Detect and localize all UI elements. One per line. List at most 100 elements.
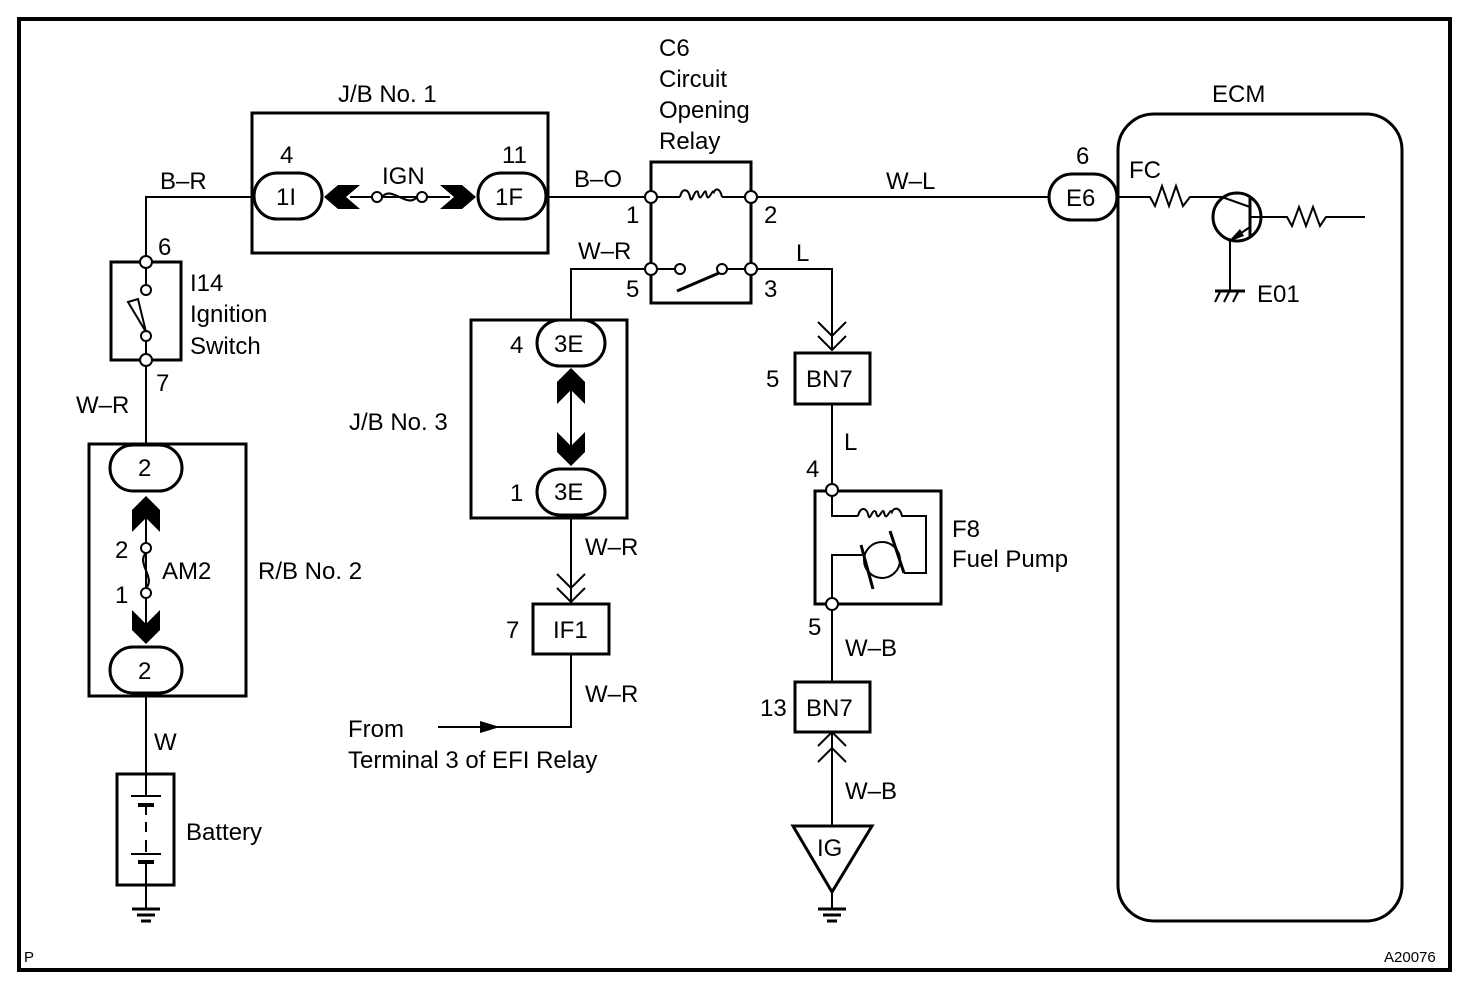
relay-line1: C6 [659,35,690,62]
relay-line3: Opening [659,97,750,124]
relay-pin3: 3 [764,276,777,303]
connector-arrow-icon [556,573,586,590]
if1-conn: IF1 [553,617,588,644]
rb2-conn-bottom: 2 [138,658,151,685]
chevron-up-icon [557,368,585,404]
ign-pin-bottom: 7 [156,370,169,397]
footer-left-code: P [24,949,34,966]
resistor-icon [1119,182,1222,210]
chevron-down-icon [557,432,585,466]
jb3-junction-block: 3E 4 3E 1 J/B No. 3 [349,318,629,520]
wire-label-wl: W–L [886,168,935,195]
circuit-opening-relay: C6 Circuit Opening Relay 1 2 5 3 [626,35,777,305]
jb1-fuse-label: IGN [382,163,425,190]
bn7-bottom-conn: BN7 [806,695,853,722]
from-line1: From [348,716,404,743]
wire-wr-relay [570,268,651,320]
wire-label-wr-if1: W–R [585,681,638,708]
ground-icon [818,907,846,923]
ground-icon [132,907,160,923]
ecm-e01-label: E01 [1257,281,1300,308]
wire-label-wr-jb3: W–R [585,534,638,561]
rb2-fuse-pin-top: 2 [115,537,128,564]
ign-line2: Ignition [190,301,267,328]
jb1-right-conn: 1F [495,184,523,211]
ig-label: IG [817,835,842,862]
bn7-top-conn: BN7 [806,366,853,393]
relay-pin5: 5 [626,276,639,303]
coil-icon [857,507,927,574]
bn7-top-connector: BN7 5 [766,321,872,406]
bn7-bottom-connector: BN7 13 [760,680,872,763]
wire-br [145,196,252,262]
jb1-junction-block: J/B No. 1 1I 4 1F 11 IGN [250,81,550,255]
jb3-bottom-conn: 3E [554,479,583,506]
bn7-bottom-pin: 13 [760,695,787,722]
battery: Battery [115,772,262,923]
relay-line4: Relay [659,128,720,155]
ignition-switch: 6 7 I14 Ignition Switch [109,234,267,397]
jb3-top-conn: 3E [554,331,583,358]
jb3-bottom-pin: 1 [510,480,523,507]
ign-pin-top: 6 [158,234,171,261]
from-line2: Terminal 3 of EFI Relay [348,747,597,774]
bn7-top-pin: 5 [766,366,779,393]
pump-pin-top: 4 [806,456,819,483]
jb1-left-pin: 4 [280,142,293,169]
rb2-conn-top: 2 [138,455,151,482]
wire-label-wb-pump: W–B [845,635,897,662]
rb2-fuse-pin-bottom: 1 [115,582,128,609]
wire-label-wb-ground: W–B [845,778,897,805]
resistor-icon [1250,204,1365,229]
arrow-right-icon [480,721,500,733]
wire-l-relay [751,268,833,350]
coil-icon [679,188,723,201]
ecm-conn: E6 [1066,185,1095,212]
wire-label-wr-ign: W–R [76,392,129,419]
ign-line3: Switch [190,333,261,360]
wire-labels: B–R B–O W–L W–R L W–R W W–R W–R L W–B W–… [76,166,935,805]
outer-frame [17,17,1452,972]
wire-label-bo: B–O [574,166,622,193]
relay-line2: Circuit [659,66,727,93]
pump-pin-bottom: 5 [808,614,821,641]
ig-ground-point: IG [790,824,875,923]
ecm-fc-label: FC [1129,157,1161,184]
ecm-module: ECM E6 6 FC E01 [1047,81,1404,923]
wire-wr-if1 [438,654,572,728]
jb1-left-conn: 1I [276,184,296,211]
ecm-pin: 6 [1076,143,1089,170]
chevron-right-icon [440,185,476,209]
wire-label-wr-relay: W–R [578,238,631,265]
jb1-right-pin: 11 [502,142,527,169]
chevron-down-icon [132,610,160,644]
switch-contact-icon [676,271,720,293]
if1-pin: 7 [506,617,519,644]
chevron-up-icon [132,496,160,532]
relay-pin1: 1 [626,202,639,229]
wire-label-l-pump: L [844,429,857,456]
wire-label-br: B–R [160,168,207,195]
battery-label: Battery [186,819,262,846]
pump-line1: F8 [952,516,980,543]
wire-label-w-batt: W [154,729,177,756]
ign-line1: I14 [190,270,223,297]
connector-arrow-icon [817,730,847,747]
jb1-title: J/B No. 1 [338,81,437,108]
rb2-title: R/B No. 2 [258,558,362,585]
relay-pin2: 2 [764,202,777,229]
ecm-title: ECM [1212,81,1265,108]
connector-arrow-icon [817,321,847,338]
rb2-fuse-label: AM2 [162,558,211,585]
wire-label-l-relay: L [796,240,809,267]
rb2-relay-block: 2 2 2 1 AM2 R/B No. 2 [87,442,362,698]
pump-line2: Fuel Pump [952,546,1068,573]
ignition-key-icon [126,297,147,333]
chevron-left-icon [324,185,360,209]
figure-id: A20076 [1384,949,1436,966]
jb3-title: J/B No. 3 [349,409,448,436]
jb3-top-pin: 4 [510,332,523,359]
if1-connector: IF1 7 From Terminal 3 of EFI Relay [348,573,611,774]
fuel-pump: 4 5 F8 Fuel Pump [806,456,1068,641]
